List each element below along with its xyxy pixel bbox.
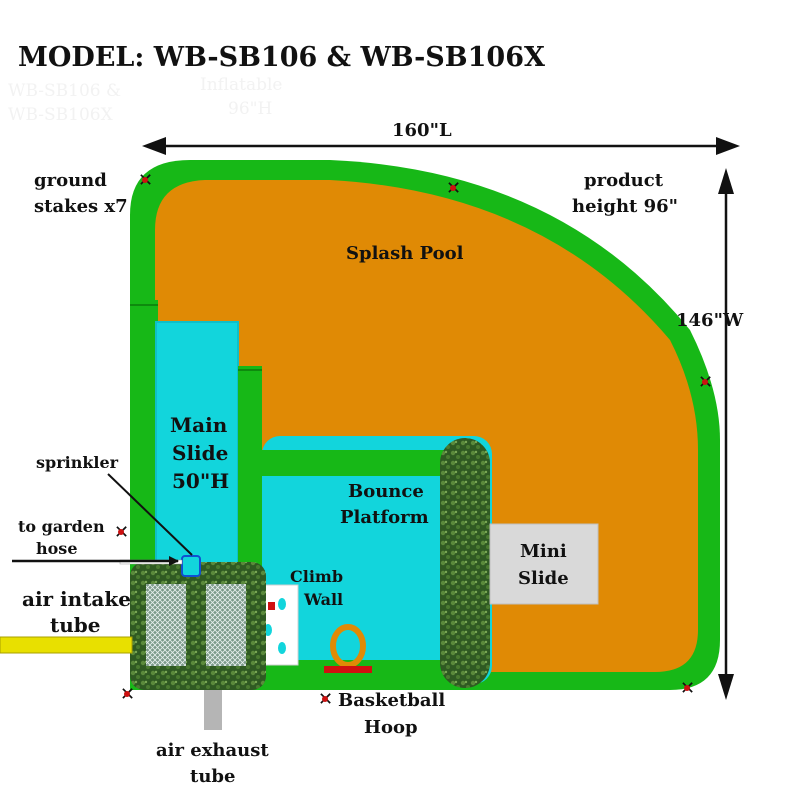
main-slide-label-1: Main xyxy=(170,413,228,437)
bounce-platform-label-1: Bounce xyxy=(348,481,424,502)
ground-stakes-label-2: stakes x7 xyxy=(34,196,128,217)
climb-hold-3 xyxy=(278,642,286,654)
bounce-top-wall xyxy=(262,450,462,476)
length-label: 160"L xyxy=(392,120,452,141)
mini-slide xyxy=(489,523,599,605)
width-arrow-bottom-head xyxy=(718,674,734,700)
basketball-hoop-ring xyxy=(330,624,366,668)
width-label: 146"W xyxy=(676,310,744,331)
air-exhaust-label-1: air exhaust xyxy=(156,740,269,761)
ghost-text-line3: Inflatable xyxy=(200,75,283,95)
sprinkler-label: sprinkler xyxy=(36,453,119,472)
basketball-hoop-label-2: Hoop xyxy=(364,717,418,738)
entrance-net-left xyxy=(146,584,186,666)
sprinkler-pointer xyxy=(107,473,193,556)
splash-pool-label: Splash Pool xyxy=(346,243,464,264)
ghost-text-line1: WB-SB106 & xyxy=(8,81,121,101)
hedge-pillar-right xyxy=(440,438,490,688)
main-slide-label-2: Slide xyxy=(172,441,228,465)
sprinkler-head xyxy=(181,555,201,577)
length-arrow-left-head xyxy=(142,137,166,155)
product-height-label-1: product xyxy=(584,170,664,191)
entrance-net-right xyxy=(206,584,246,666)
climb-hold-1 xyxy=(278,598,286,610)
model-title: MODEL: WB-SB106 & WB-SB106X xyxy=(18,42,545,73)
width-arrow-top-head xyxy=(718,168,734,194)
product-height-label-2: height 96" xyxy=(572,196,678,217)
air-intake-label-2: tube xyxy=(50,613,101,637)
main-slide xyxy=(155,321,239,588)
ground-stakes-label-1: ground xyxy=(34,170,107,191)
air-exhaust-label-2: tube xyxy=(190,766,235,787)
air-intake-label-1: air intake xyxy=(22,587,131,611)
bounce-platform-label-2: Platform xyxy=(340,507,429,528)
climb-wall-label-1: Climb xyxy=(290,567,343,586)
climb-hold-red xyxy=(268,602,275,610)
ghost-text-line4: 96"H xyxy=(228,99,272,119)
main-slide-label-3: 50"H xyxy=(172,469,229,493)
climb-wall-label-2: Wall xyxy=(303,590,343,609)
basketball-hoop-base xyxy=(324,666,372,673)
mini-slide-label-2: Slide xyxy=(518,568,569,589)
basketball-hoop-label-1: Basketball xyxy=(338,690,445,711)
garden-hose-label-2: hose xyxy=(36,539,78,558)
ghost-text-line2: WB-SB106X xyxy=(8,105,114,125)
air-intake-tube xyxy=(0,636,133,654)
ground-stake-marks: ✕ ✕ ✕ ✕ ✕ ✕ ✕ xyxy=(114,170,713,710)
mini-slide-label-1: Mini xyxy=(520,541,567,562)
garden-hose-label-1: to garden xyxy=(18,517,105,536)
air-exhaust-tube xyxy=(204,690,222,730)
length-arrow-right-head xyxy=(716,137,740,155)
